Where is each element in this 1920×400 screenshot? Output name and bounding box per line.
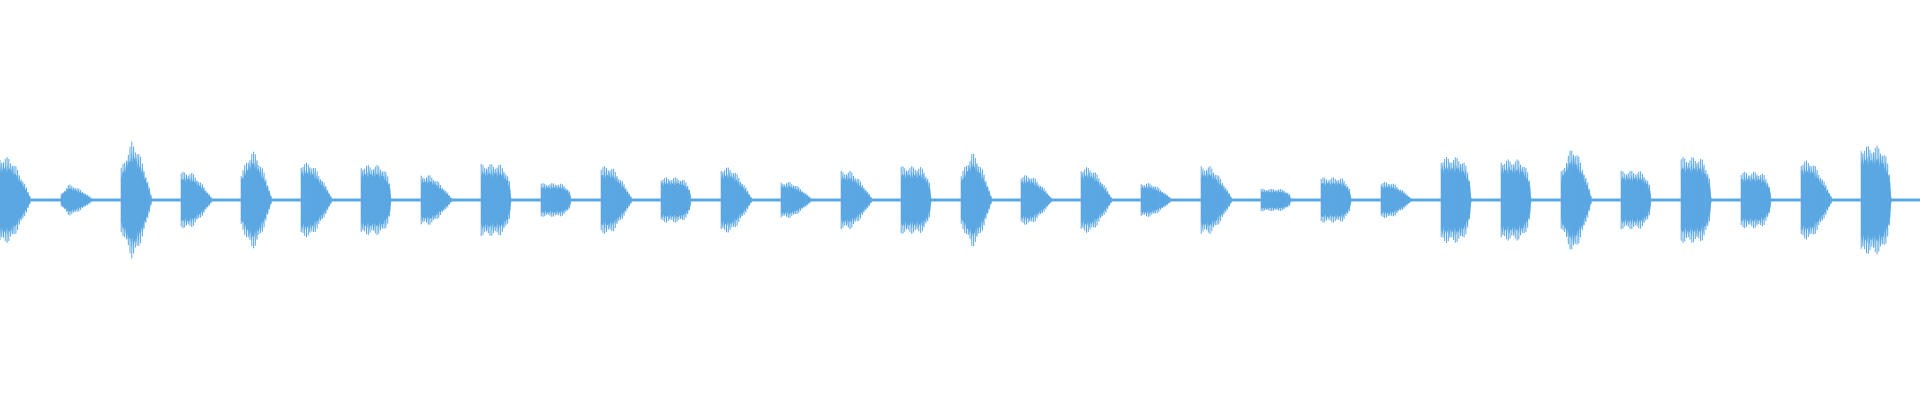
waveform-burst — [300, 162, 332, 238]
waveform-burst-shape — [1381, 184, 1412, 216]
waveform-burst — [1020, 175, 1052, 225]
waveform-burst — [240, 151, 272, 249]
waveform-burst-shape — [361, 169, 392, 231]
waveform-burst-shape — [61, 187, 92, 213]
waveform-burst-shape — [1141, 185, 1172, 215]
waveform-burst-shape — [0, 162, 30, 238]
waveform-burst-shape — [1441, 162, 1472, 238]
waveform-burst-shape — [1741, 175, 1772, 225]
waveform-burst — [480, 163, 512, 237]
waveform-burst — [900, 166, 932, 234]
waveform-burst-shape — [121, 148, 152, 252]
waveform-burst-shape — [421, 178, 452, 222]
waveform-burst — [1140, 183, 1172, 217]
waveform-burst-shape — [241, 158, 272, 242]
waveform-burst — [1800, 160, 1832, 240]
waveform-burst — [1500, 159, 1532, 241]
waveform-burst-shape — [1621, 174, 1652, 226]
waveform-burst — [660, 177, 692, 223]
waveform-burst-shape — [721, 171, 752, 229]
waveform-burst-shape — [1201, 170, 1232, 230]
waveform-burst — [540, 183, 572, 217]
waveform-burst-shape — [1081, 171, 1112, 229]
waveform-burst — [780, 182, 812, 218]
waveform-burst — [1620, 170, 1652, 230]
waveform-burst — [720, 167, 752, 233]
waveform-burst — [1860, 145, 1892, 255]
waveform-burst-shape — [601, 170, 632, 230]
waveform-burst-shape — [961, 159, 992, 241]
waveform-burst — [600, 166, 632, 234]
waveform-burst — [1200, 166, 1232, 234]
waveform-burst-shape — [1501, 164, 1532, 236]
waveform-burst-shape — [1321, 180, 1352, 220]
waveform-burst — [1740, 171, 1772, 229]
waveform-burst — [180, 171, 212, 229]
waveform-burst — [960, 153, 992, 247]
waveform-burst-shape — [1681, 162, 1712, 238]
waveform-burst-shape — [1261, 190, 1292, 210]
waveform-burst — [1560, 150, 1592, 250]
waveform-burst — [120, 141, 152, 259]
waveform-burst — [1080, 167, 1112, 233]
waveform-burst — [360, 165, 392, 235]
waveform-burst-shape — [181, 175, 212, 225]
waveform-burst — [1440, 157, 1472, 243]
waveform-burst-shape — [301, 167, 332, 233]
waveform-burst — [1260, 188, 1292, 212]
waveform-burst-shape — [841, 174, 872, 226]
waveform-burst — [420, 175, 452, 225]
waveform-burst — [0, 157, 31, 243]
waveform-burst-shape — [541, 185, 572, 215]
waveform-burst — [1680, 157, 1712, 243]
waveform-burst-shape — [1021, 178, 1052, 222]
waveform-burst — [1320, 177, 1352, 223]
waveform-burst-shape — [781, 184, 812, 216]
waveform-burst — [840, 170, 872, 230]
waveform-burst-shape — [901, 170, 932, 230]
waveform-burst-shape — [661, 180, 692, 220]
waveform-burst-shape — [481, 168, 512, 232]
waveform-burst-shape — [1861, 152, 1892, 248]
waveform-burst-shape — [1561, 153, 1592, 247]
waveform-burst — [1380, 181, 1412, 219]
waveform-burst-shape — [1801, 165, 1832, 235]
waveform-burst — [60, 184, 92, 216]
